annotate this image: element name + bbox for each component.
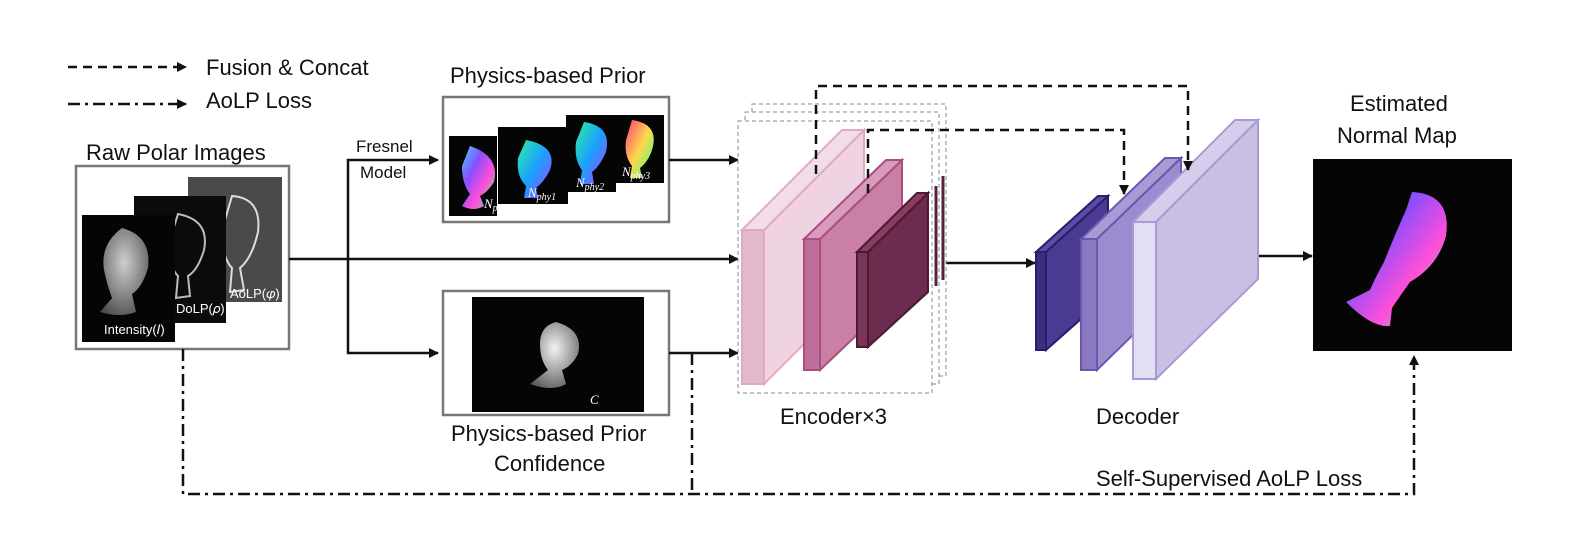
aolp-loss-path [181,349,1419,496]
output-glass [1346,192,1447,327]
fresnel-line2: Model [360,163,406,182]
prior-glass-0 [462,146,495,209]
fresnel-line1: Fresnel [356,137,413,156]
skip-connection-outer [814,84,1193,174]
estimated-normal-map: Estimated Normal Map [1313,91,1512,351]
dolp-label: DoLP(𝜌) [176,301,225,316]
raw-title: Raw Polar Images [86,140,266,165]
prior-glass-2 [575,122,608,184]
skip-connection-inner [866,128,1129,195]
prior-n1: Nphy1 [527,185,556,203]
output-title-1: Estimated [1350,91,1448,116]
branch-to-confidence-line [346,259,439,358]
legend: Fusion & Concat AoLP Loss [68,55,369,113]
prior-n0: Nphy0 [483,196,512,214]
confidence-title-2: Confidence [494,451,605,476]
prior-n3: Nphy3 [621,164,650,182]
confidence-title-1: Physics-based Prior [451,421,647,446]
prior-n2: Nphy2 [575,175,604,193]
prior-confidence: C Physics-based Prior Confidence [441,289,671,476]
decoder-label: Decoder [1096,404,1179,429]
encoder-layer-3 [854,190,931,350]
intensity-label: Intensity(𝐼) [104,322,165,337]
legend-aolp-label: AoLP Loss [206,88,312,113]
prior-glass-3 [625,120,654,178]
skip-connections [814,84,1193,195]
aolp-loss-line-main [181,349,1419,496]
prior-title: Physics-based Prior [450,63,646,88]
encoder: Encoder×3 [737,103,947,429]
prior-glass-1 [517,140,552,198]
decoder-layer-3 [1130,117,1261,382]
output-title-2: Normal Map [1337,123,1457,148]
branch-to-prior-line [346,155,439,259]
loss-label: Self-Supervised AoLP Loss [1096,466,1362,491]
decoder: Decoder [1033,117,1261,429]
raw-polar-images: Raw Polar Images AoLP(𝜑) DoLP(𝜌) Intensi… [74,140,291,351]
confidence-glass [530,322,580,388]
encoder-label: Encoder×3 [780,404,887,429]
aolp-label: AoLP(𝜑) [230,286,280,301]
physics-prior: Physics-based Prior Nphy0 Nphy1 Nphy2 Np… [441,63,671,224]
confidence-symbol: C [590,392,599,407]
intensity-glass [100,228,149,315]
legend-fusion-label: Fusion & Concat [206,55,369,80]
connectors [289,155,1313,358]
